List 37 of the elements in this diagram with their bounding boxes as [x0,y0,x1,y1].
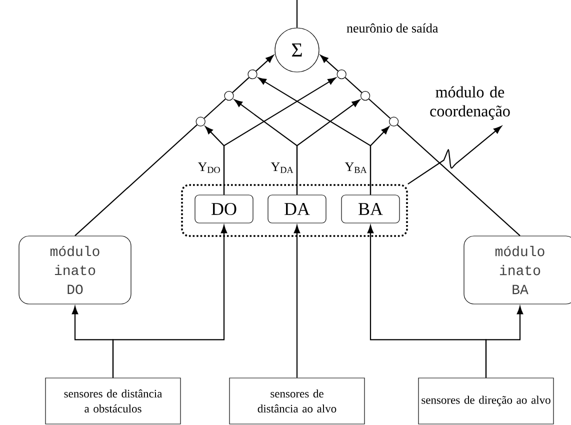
junction-circle [196,116,206,126]
junction-circle [336,70,346,80]
edge-label: Y$_{DA}$ [270,162,295,174]
junction-circle [224,91,234,101]
arrow [485,306,524,378]
sensor-box: sensores de direção ao alvo [418,378,554,424]
module-box: DO [194,194,254,224]
module-box: módulo inato BA [464,236,571,304]
junction-circle [389,116,399,126]
arrow [223,78,336,195]
arrow [294,225,300,378]
arrow [112,225,228,378]
connector-line [397,124,520,236]
module-box: módulo inato DO [18,236,132,304]
node-caption: neurônio de saída [346,23,438,33]
connector-line [296,0,298,28]
arrow [320,54,338,72]
sensor-box: sensores de distância ao alvo [229,378,365,424]
arrow [370,126,390,195]
arrow [296,100,360,195]
connector-line [344,77,362,93]
edge-label: Y$_{BA}$ [344,162,368,174]
leader-line [408,126,502,185]
module-box: DA [268,194,326,224]
connector-line [368,98,391,119]
arrow [256,54,274,72]
sensor-box: sensores de distância a obstáculos [45,378,181,424]
connector-line [204,98,226,119]
module-group-box [181,184,408,237]
junction-circle [248,70,258,80]
summation-neuron: Σ [274,28,320,72]
junction-circle [360,91,370,101]
connector-line [232,77,250,93]
edge-label: Y$_{DO}$ [196,161,222,174]
callout-text: módulo de coordenação [430,86,510,120]
connector-line [74,124,198,236]
module-box: BA [341,194,400,224]
